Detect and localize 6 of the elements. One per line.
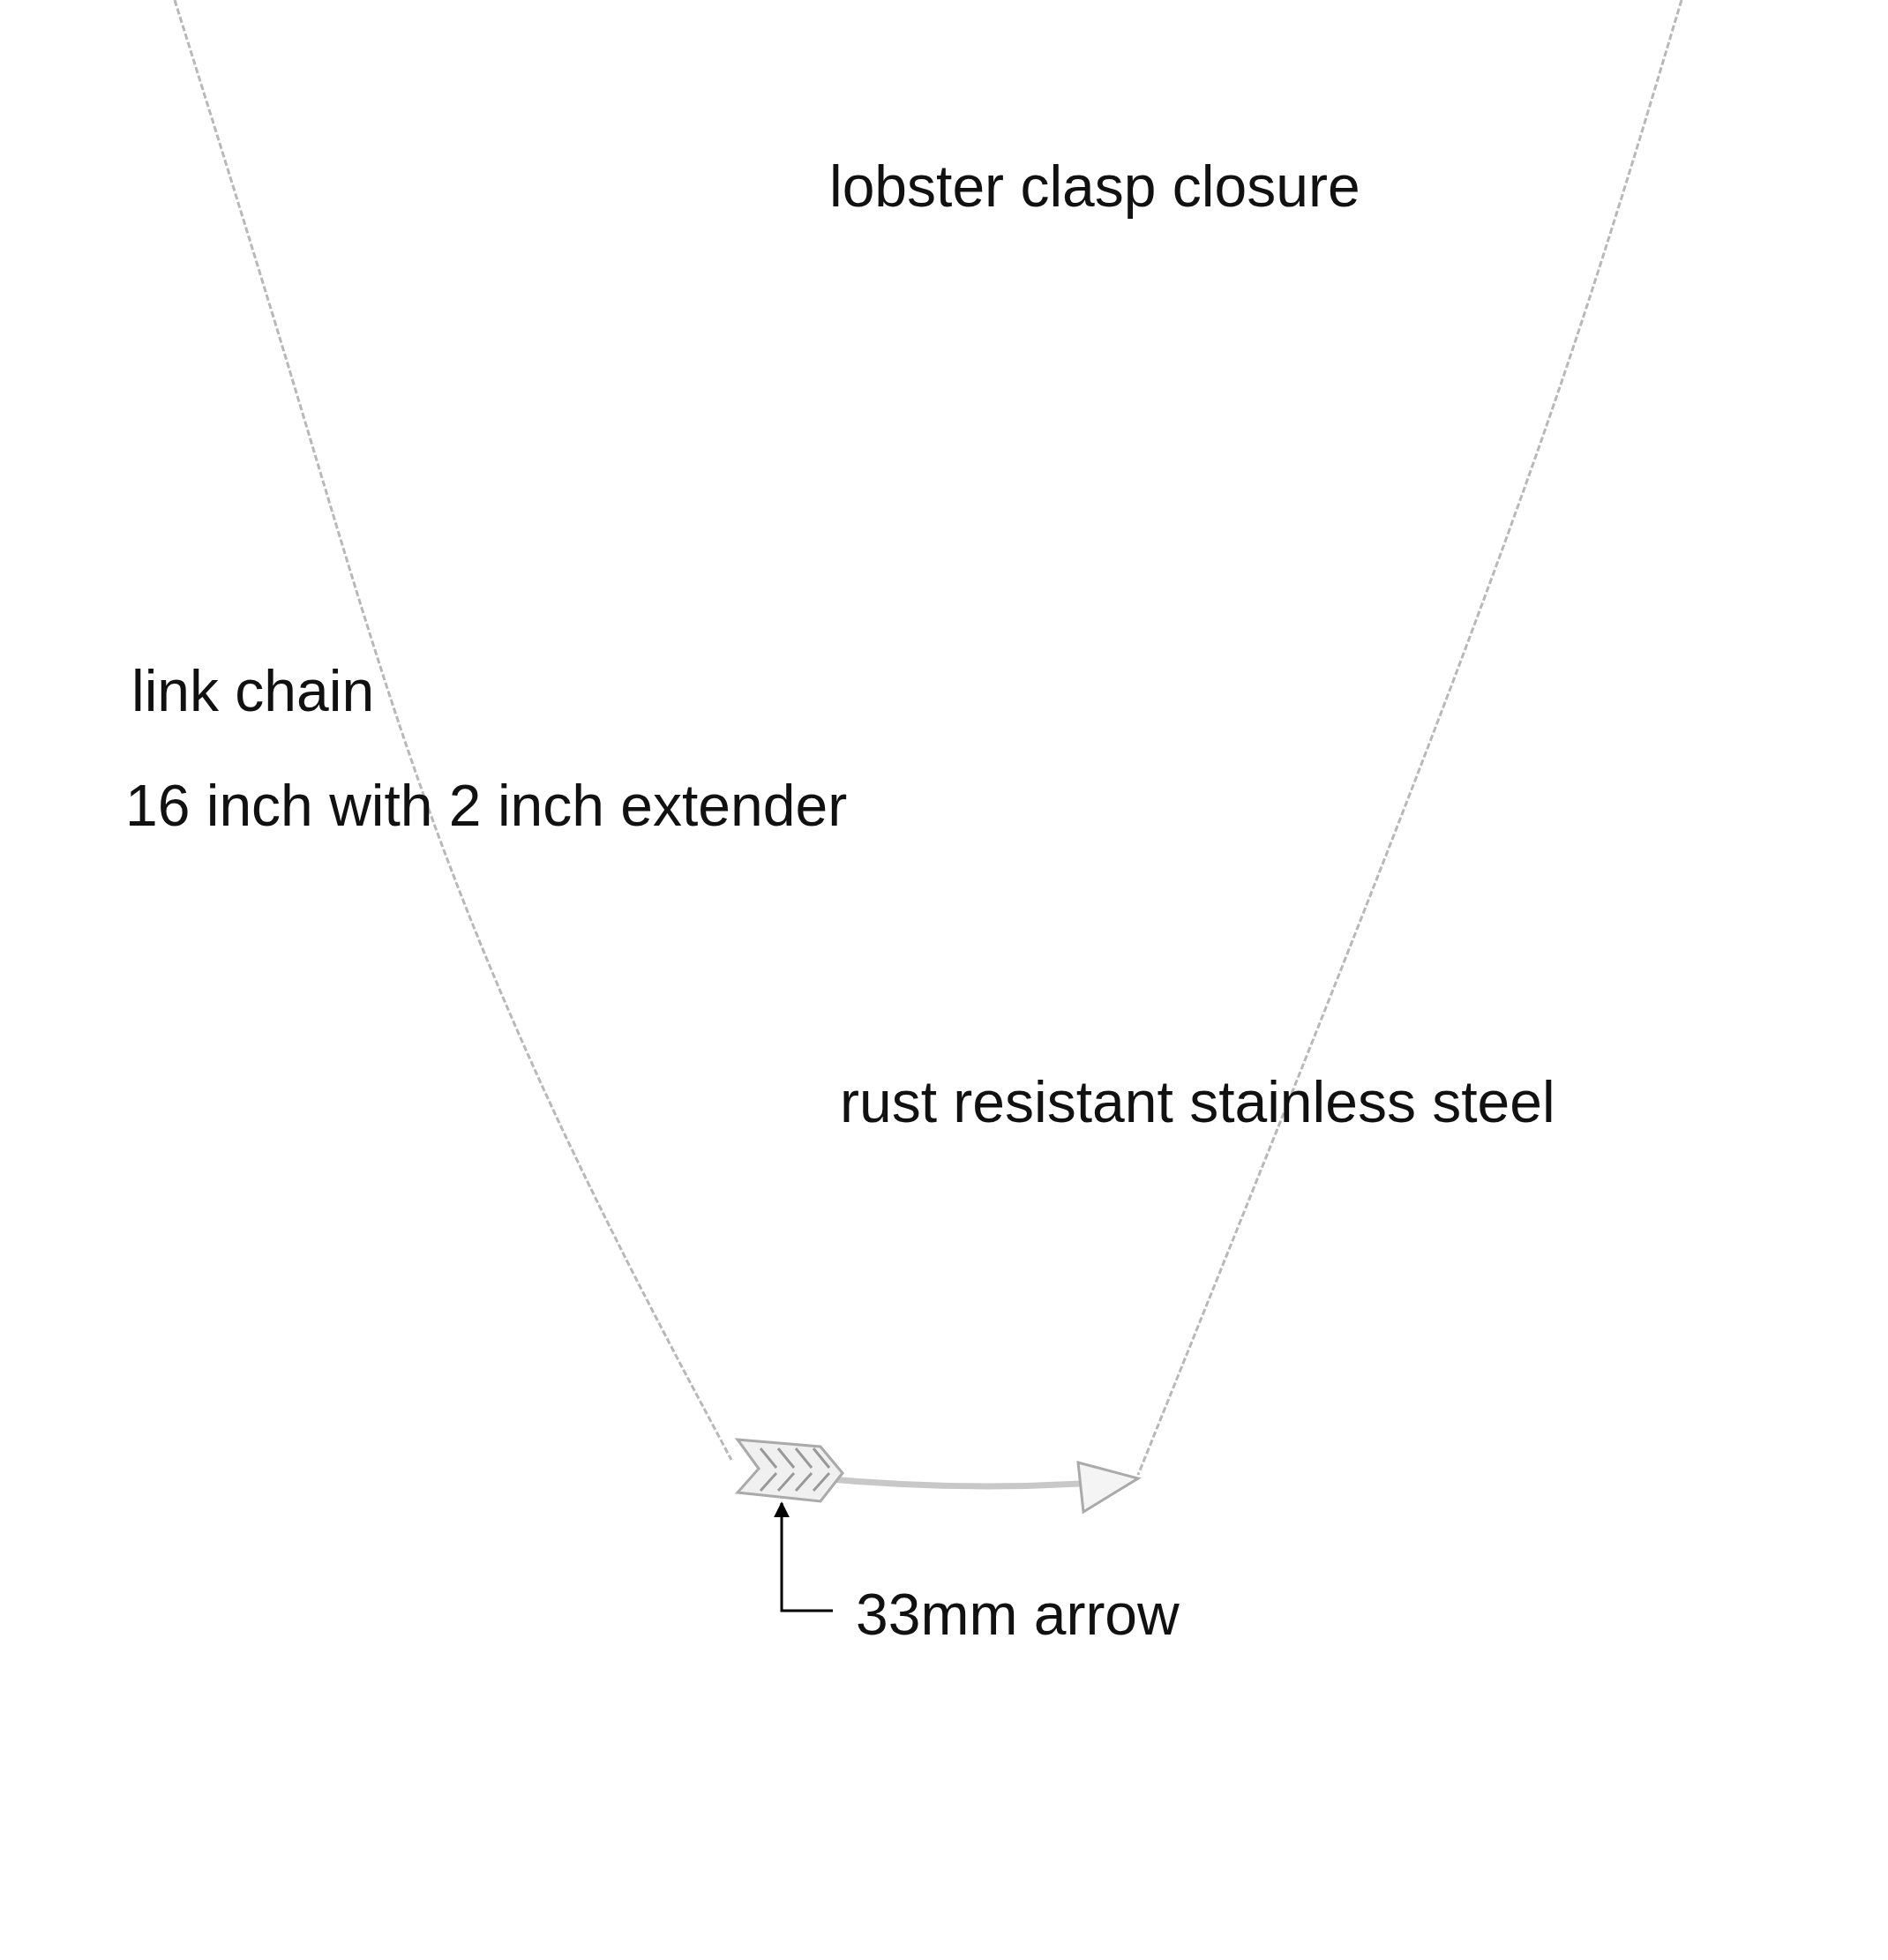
annotation-text: link chain bbox=[131, 662, 375, 720]
leader-line bbox=[774, 1501, 833, 1612]
annotation-text: 16 inch with 2 inch extender bbox=[125, 776, 848, 834]
callout-label: 33mm arrow bbox=[856, 1585, 1180, 1643]
arrow-pendant-drawing bbox=[734, 1438, 1142, 1515]
annotation-text: rust resistant stainless steel bbox=[840, 1073, 1555, 1131]
